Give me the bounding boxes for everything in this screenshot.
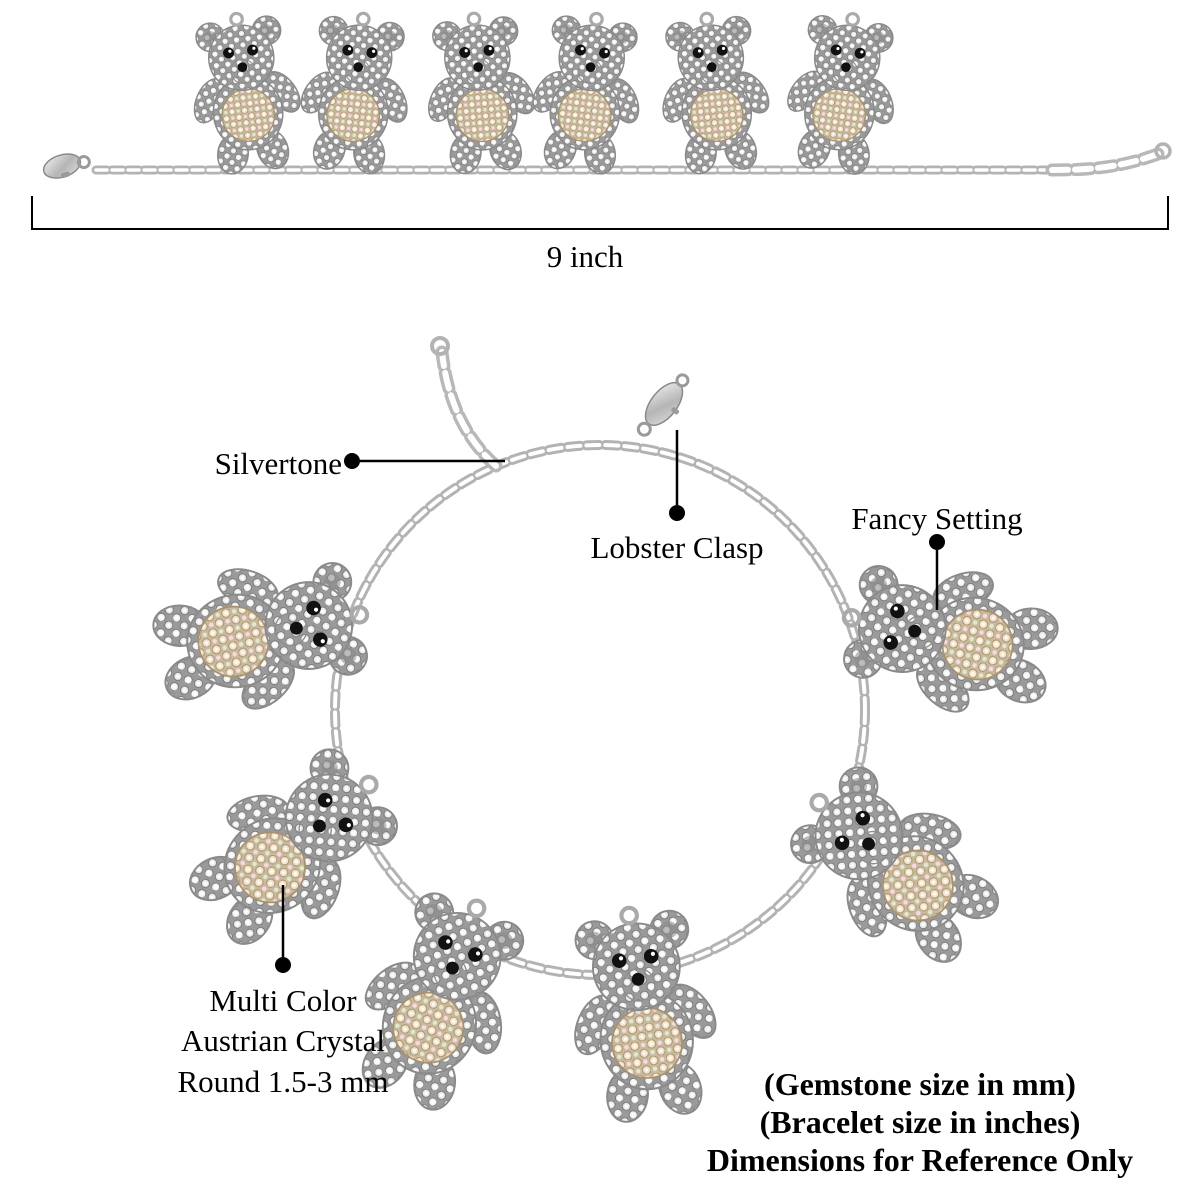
note-dimensions-reference: Dimensions for Reference Only (706, 1141, 1134, 1178)
extender-chain-highlight (439, 349, 499, 469)
teddy-bear-charm (516, 4, 658, 184)
crystal-label: Multi Color Austrian Crystal Round 1.5-3… (103, 981, 463, 1102)
extender-chain-highlight (1049, 151, 1161, 173)
lobster-clasp (636, 373, 690, 437)
teddy-bear-charm (412, 6, 549, 182)
teddy-bear-charm (139, 535, 384, 736)
teddy-bear-charm (762, 737, 1030, 998)
crystal-label-line2: Austrian Crystal (180, 1023, 386, 1059)
dimension-bracket (31, 196, 1169, 230)
lobster-clasp-callout-dot (669, 505, 685, 521)
teddy-bear-charm (175, 4, 317, 184)
callout-lines (275, 430, 945, 973)
length-label: 9 inch (546, 239, 624, 274)
chain-ring (330, 440, 870, 980)
teddy-bear-charm (770, 3, 915, 185)
teddy-bear-charm (285, 5, 425, 183)
teddy-bear-charm (158, 719, 426, 980)
fancy-setting-callout-dot (929, 534, 945, 550)
silvertone-callout-dot (344, 453, 360, 469)
teddy-bear-charm (645, 5, 785, 183)
crystal-label-line3: Round 1.5-3 mm (177, 1063, 389, 1099)
flat-bracelet (42, 3, 1172, 185)
reference-notes: (Gemstone size in mm) (Bracelet size in … (640, 1066, 1200, 1179)
circular-bracelet (139, 336, 1072, 1133)
note-gemstone-size: (Gemstone size in mm) (764, 1066, 1076, 1102)
extender-chain (435, 345, 503, 473)
note-bracelet-size: (Bracelet size in inches) (759, 1103, 1081, 1140)
lobster-clasp (42, 153, 91, 179)
silvertone-label: Silvertone (214, 446, 342, 481)
fancy-setting-label: Fancy Setting (851, 501, 1023, 536)
crystal-callout-dot (275, 957, 291, 973)
extender-end-link (430, 336, 450, 356)
lobster-clasp-label: Lobster Clasp (590, 530, 764, 565)
crystal-label-line1: Multi Color (209, 983, 357, 1018)
extender-end-link (1154, 142, 1172, 160)
